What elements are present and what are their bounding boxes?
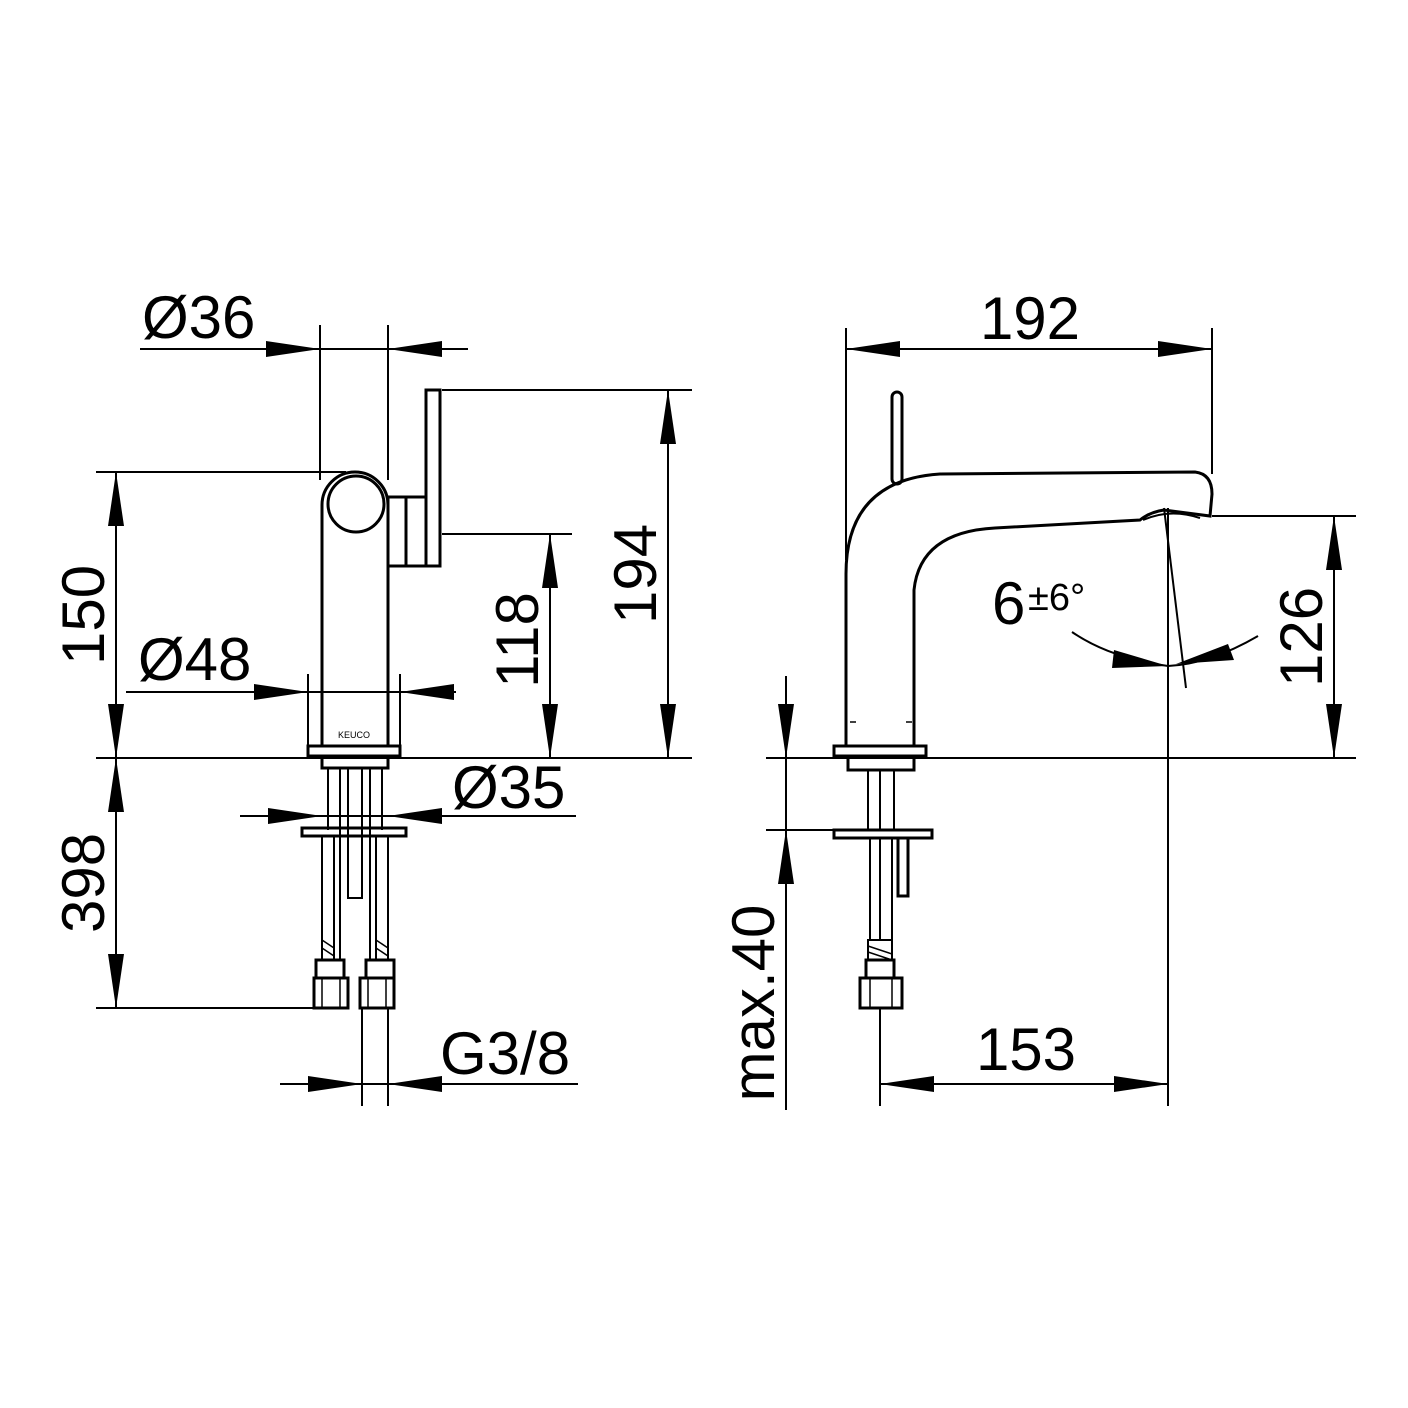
label-g38: G3/8	[440, 1020, 570, 1087]
dim-diameter-35: Ø35	[240, 754, 576, 824]
label-126: 126	[1268, 587, 1335, 687]
dim-height-118: 118	[442, 533, 572, 758]
dim-diameter-48: Ø48	[126, 626, 456, 746]
label-192: 192	[980, 285, 1080, 352]
label-150: 150	[50, 565, 117, 665]
dim-max-40: max.40	[720, 676, 846, 1110]
dim-height-126: 126	[1212, 515, 1356, 758]
front-faucet-body: KEUCO	[300, 388, 442, 1010]
label-d36: Ø36	[142, 284, 255, 351]
label-angle-tol: ±6°	[1028, 577, 1085, 619]
front-view: KEUCO	[50, 284, 692, 1106]
label-d35: Ø35	[452, 754, 565, 821]
label-118: 118	[484, 592, 551, 688]
dim-height-194: 194	[442, 389, 692, 758]
dim-width-192: 192	[845, 285, 1213, 560]
label-angle-base: 6	[992, 570, 1025, 637]
dim-length-153: 153	[879, 1008, 1168, 1106]
dim-diameter-36: Ø36	[140, 284, 468, 480]
dim-height-150: 150	[50, 471, 346, 758]
dim-thread-g38: G3/8	[280, 1008, 578, 1106]
label-194: 194	[602, 524, 669, 624]
label-153: 153	[976, 1016, 1076, 1083]
label-max40: max.40	[720, 905, 787, 1102]
side-faucet-body	[832, 390, 1214, 1010]
dim-length-398: 398	[50, 758, 314, 1009]
dim-angle: 6 ±6°	[992, 507, 1259, 1106]
brand-logo: KEUCO	[338, 730, 370, 740]
label-d48: Ø48	[138, 626, 251, 693]
side-view: 192 126 6 ±6° max.40	[720, 285, 1356, 1110]
label-398: 398	[50, 833, 117, 933]
